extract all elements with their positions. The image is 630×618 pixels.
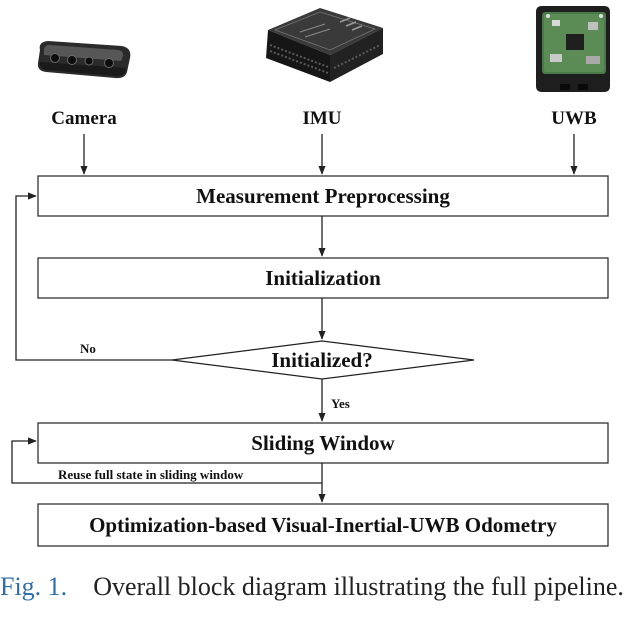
initialization-label: Initialization bbox=[265, 266, 381, 290]
camera-label: Camera bbox=[51, 108, 117, 129]
sliding-window-label: Sliding Window bbox=[251, 431, 395, 455]
figure-label: Fig. 1. bbox=[0, 572, 68, 601]
initialization-box bbox=[37, 257, 609, 299]
reuse-edge-label: Reuse full state in sliding window bbox=[58, 467, 244, 482]
depth-camera-icon bbox=[37, 41, 131, 79]
figure-caption-text: Overall block diagram illustrating the f… bbox=[93, 572, 624, 601]
decision-label: Initialized? bbox=[271, 348, 373, 372]
imu-label: IMU bbox=[302, 108, 341, 129]
imu-board-icon bbox=[266, 8, 383, 82]
odometry-label: Optimization-based Visual-Inertial-UWB O… bbox=[89, 513, 557, 537]
figure-caption: Fig. 1. Overall block diagram illustrati… bbox=[0, 572, 630, 602]
preprocessing-box bbox=[37, 175, 609, 217]
uwb-module-icon bbox=[536, 6, 610, 92]
uwb-label: UWB bbox=[551, 108, 597, 129]
sliding-window-box bbox=[37, 422, 609, 464]
reuse-loop-arrow bbox=[11, 437, 322, 484]
odometry-box bbox=[37, 503, 609, 547]
preprocessing-label: Measurement Preprocessing bbox=[196, 184, 450, 208]
no-loop-arrow bbox=[15, 192, 172, 361]
yes-edge-label: Yes bbox=[331, 396, 350, 411]
no-edge-label: No bbox=[80, 341, 96, 356]
decision-diamond bbox=[171, 340, 475, 380]
